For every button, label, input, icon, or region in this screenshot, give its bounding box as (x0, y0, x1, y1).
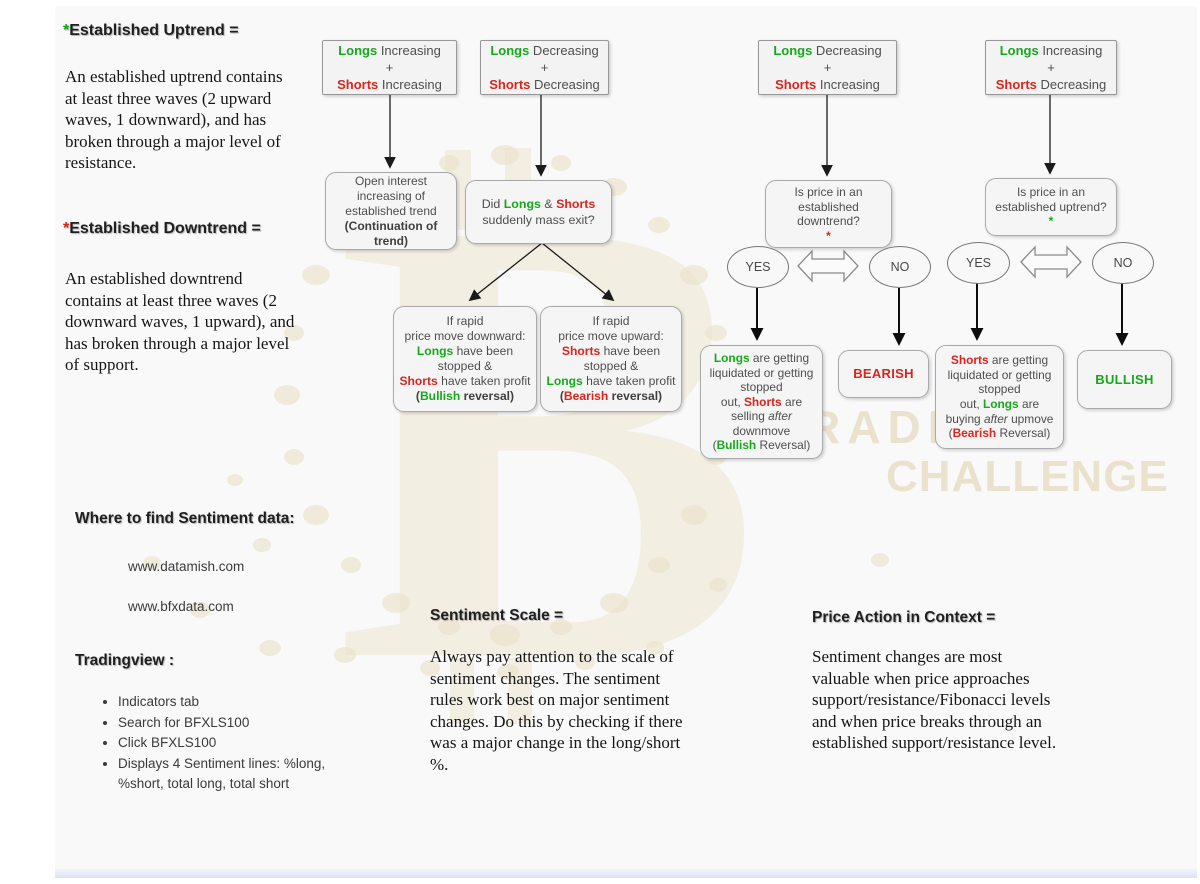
list-item: Search for BFXLS100 (118, 713, 343, 734)
bottom-accent-strip (55, 869, 1197, 878)
watermark-word-challenge: CHALLENGE (886, 452, 1169, 501)
sentiment-scale-heading: Sentiment Scale = (430, 607, 564, 624)
downtrend-definition-body: An established downtrend contains at lea… (65, 269, 295, 374)
uptrend-definition-heading: *Established Uptrend = (63, 22, 239, 39)
price-action-body: Sentiment changes are most valuable when… (812, 647, 1057, 752)
flow-box-longs-inc-shorts-dec: Longs Increasing+Shorts Decreasing (985, 40, 1117, 95)
downtrend-definition-heading: *Established Downtrend = (63, 220, 261, 237)
flow-box-longs-inc-shorts-inc: Longs Increasing+Shorts Increasing (322, 40, 457, 95)
arrow-connectors-bold (750, 280, 1129, 346)
list-item: Indicators tab (118, 692, 343, 713)
list-item: Displays 4 Sentiment lines: %long, %shor… (118, 754, 343, 795)
flow-box-longs-dec-shorts-dec: Longs Decreasing+Shorts Decreasing (480, 40, 609, 95)
double-arrow-icon (1020, 245, 1082, 279)
tradingview-heading: Tradingview : (75, 652, 175, 669)
no-oval-uptrend: NO (1092, 242, 1154, 284)
uptrend-definition-body: An established uptrend contains at least… (65, 67, 283, 172)
double-arrow-icons (797, 245, 1082, 283)
yes-oval-uptrend: YES (947, 242, 1010, 284)
bfxdata-link: www.bfxdata.com (128, 599, 234, 614)
sentiment-data-heading: Where to find Sentiment data: (75, 510, 295, 527)
yes-oval-downtrend: YES (727, 246, 789, 288)
flow-box-bullish: BULLISH (1077, 350, 1172, 409)
arrow-connectors-thin (384, 95, 1056, 302)
sentiment-scale-body: Always pay attention to the scale of sen… (430, 647, 683, 774)
flow-box-longs-dec-shorts-inc: Longs Decreasing+Shorts Increasing (758, 40, 897, 95)
double-arrow-icon (797, 249, 859, 283)
tradingview-steps-list: Indicators tab Search for BFXLS100 Click… (100, 692, 343, 795)
datamish-link: www.datamish.com (128, 559, 245, 574)
no-oval-downtrend: NO (869, 246, 931, 288)
price-action-heading: Price Action in Context = (812, 609, 996, 626)
flow-box-bearish: BEARISH (838, 350, 929, 398)
list-item: Click BFXLS100 (118, 733, 343, 754)
